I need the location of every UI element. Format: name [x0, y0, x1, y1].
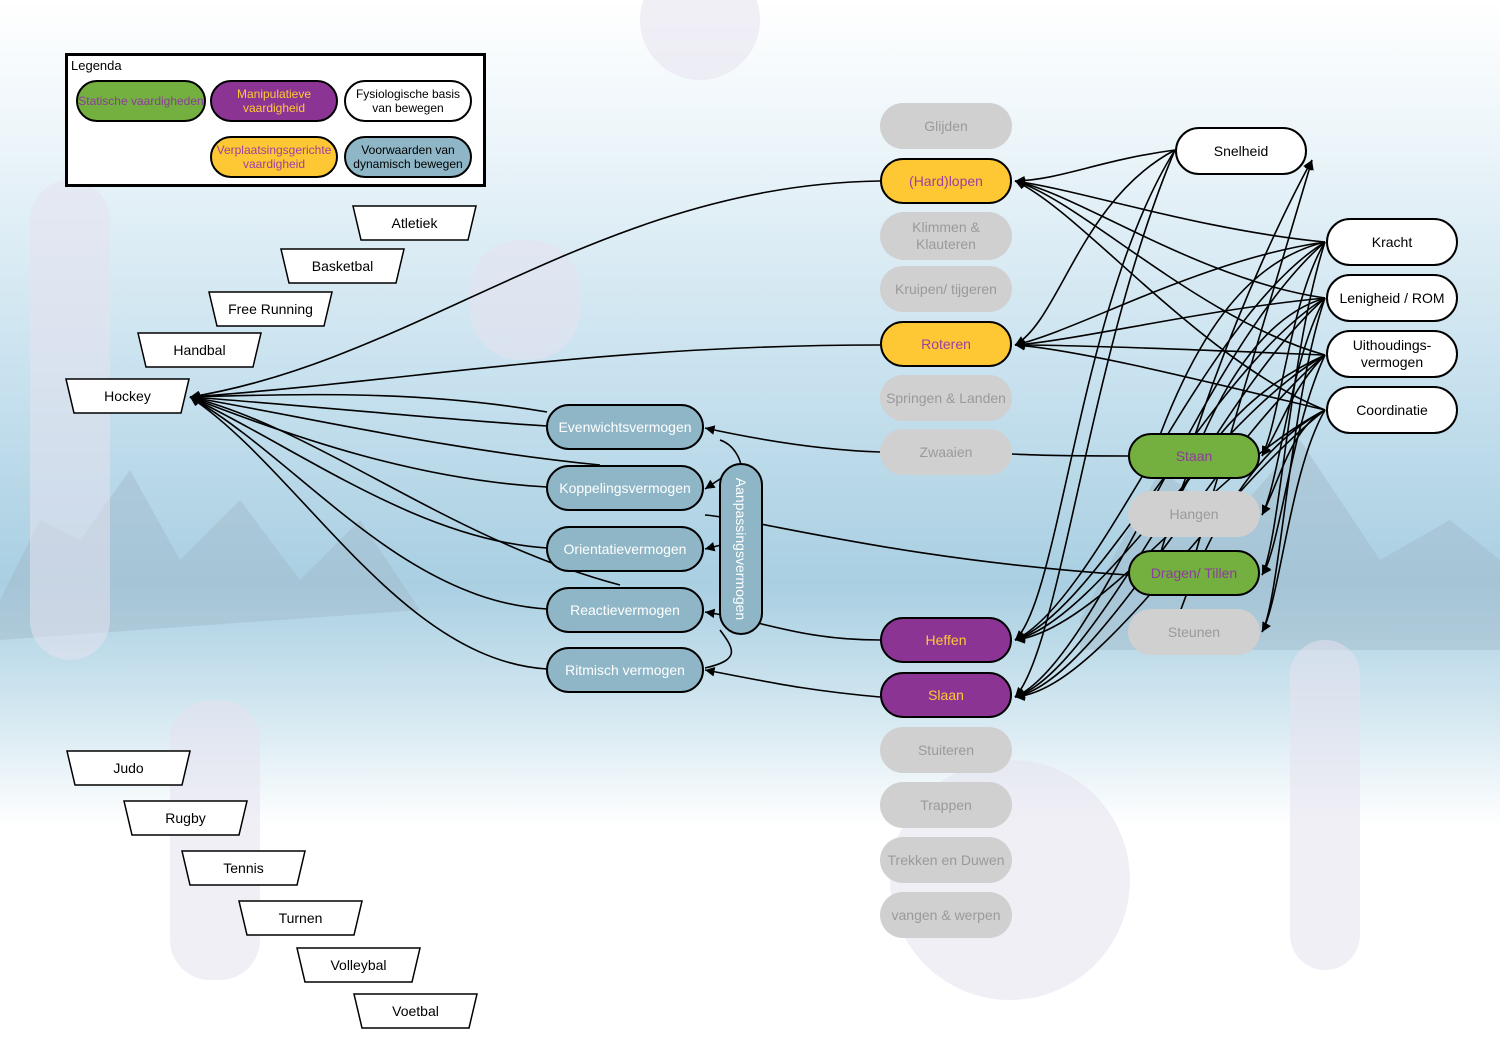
sport-label: Volleybal — [330, 957, 387, 973]
sport-label: Basketbal — [311, 258, 374, 274]
sport-label: Hockey — [104, 388, 151, 404]
sport-label: Rugby — [165, 810, 206, 826]
sport-label: Turnen — [278, 910, 323, 926]
sport-voetbal: Voetbal — [353, 993, 478, 1029]
sport-basketbal: Basketbal — [280, 248, 405, 284]
ability-evenwichtsvermogen: Evenwichtsvermogen — [546, 404, 704, 450]
sport-handbal: Handbal — [137, 332, 262, 368]
ability-aanpassingsvermogen: Aanpassingsvermogen — [719, 463, 763, 635]
static-staan: Staan — [1128, 433, 1260, 479]
skill-trappen: Trappen — [880, 782, 1012, 828]
sport-label: Handbal — [173, 342, 226, 358]
sport-judo: Judo — [66, 750, 191, 786]
skill-glijden: Glijden — [880, 103, 1012, 149]
skill-kruipen-tijgeren: Kruipen/ tijgeren — [880, 266, 1012, 312]
skill-vangen-werpen: vangen & werpen — [880, 892, 1012, 938]
static-steunen: Steunen — [1128, 609, 1260, 655]
legend: Legenda Statische vaardigheden Manipulat… — [65, 53, 486, 187]
sport-label: Judo — [113, 760, 144, 776]
skill-klimmen-klauteren: Klimmen & Klauteren — [880, 212, 1012, 260]
ability-orientatievermogen: Orientatievermogen — [546, 526, 704, 572]
sport-volleybal: Volleybal — [296, 947, 421, 983]
sport-label: Tennis — [223, 860, 264, 876]
sport-label: Voetbal — [392, 1003, 439, 1019]
physio-kracht: Kracht — [1326, 218, 1458, 266]
skill-hardlopen: (Hard)lopen — [880, 158, 1012, 204]
sport-rugby: Rugby — [123, 800, 248, 836]
physio-lenigheid-rom: Lenigheid / ROM — [1326, 274, 1458, 322]
sport-label: Atletiek — [391, 215, 438, 231]
sport-turnen: Turnen — [238, 900, 363, 936]
sport-tennis: Tennis — [181, 850, 306, 886]
skill-trekken-duwen: Trekken en Duwen — [880, 837, 1012, 883]
legend-item-manipulative: Manipulatieve vaardigheid — [210, 80, 338, 122]
legend-item-locomotor: Verplaatsingsgerichte vaardigheid — [210, 136, 338, 178]
static-dragen-tillen: Dragen/ Tillen — [1128, 550, 1260, 596]
sport-hockey: Hockey — [65, 378, 190, 414]
skill-stuiteren: Stuiteren — [880, 727, 1012, 773]
sport-atletiek: Atletiek — [352, 205, 477, 241]
ability-reactievermogen: Reactievermogen — [546, 587, 704, 633]
physio-coordinatie: Coordinatie — [1326, 386, 1458, 434]
legend-title: Legenda — [71, 58, 122, 73]
legend-item-physiological: Fysiologische basis van bewegen — [344, 80, 472, 122]
ability-ritmisch-vermogen: Ritmisch vermogen — [546, 647, 704, 693]
sport-free-running: Free Running — [208, 291, 333, 327]
skill-springen-landen: Springen & Landen — [880, 375, 1012, 421]
sport-label: Free Running — [228, 301, 313, 317]
legend-item-dynamic: Voorwaarden van dynamisch bewegen — [344, 136, 472, 178]
skill-zwaaien: Zwaaien — [880, 429, 1012, 475]
legend-item-static: Statische vaardigheden — [76, 80, 206, 122]
static-hangen: Hangen — [1128, 491, 1260, 537]
skill-heffen: Heffen — [880, 617, 1012, 663]
skill-slaan: Slaan — [880, 672, 1012, 718]
physio-snelheid: Snelheid — [1175, 127, 1307, 175]
aanpassingsvermogen-label: Aanpassingsvermogen — [733, 477, 749, 621]
skill-roteren: Roteren — [880, 321, 1012, 367]
ability-koppelingsvermogen: Koppelingsvermogen — [546, 465, 704, 511]
physio-uithoudingsvermogen: Uithoudings-vermogen — [1326, 330, 1458, 378]
